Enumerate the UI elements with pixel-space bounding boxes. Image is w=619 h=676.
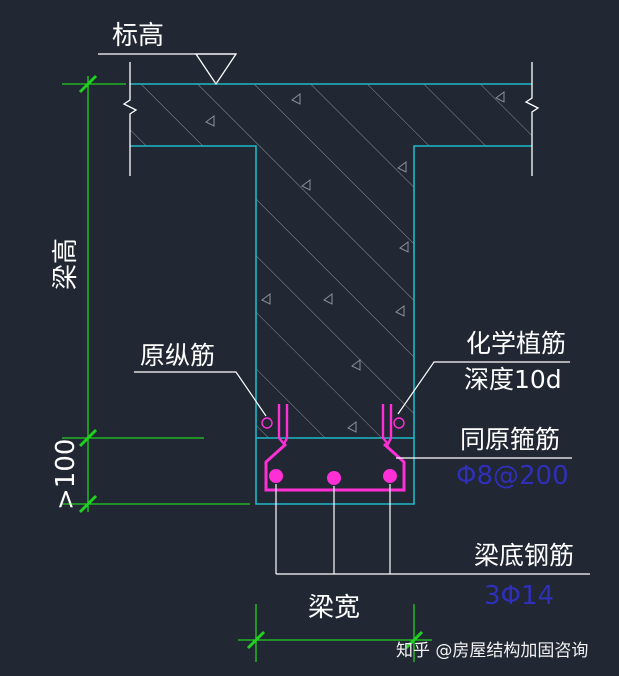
concrete-hatch <box>130 84 532 438</box>
original-longitudinal-rebar <box>261 417 405 429</box>
leader-lines <box>134 361 590 575</box>
same-stirrup-label: 同原箍筋 <box>460 425 560 454</box>
beam-width-label: 梁宽 <box>308 593 360 623</box>
elevation-label: 标高 <box>112 21 164 51</box>
chem-anchor-label-line1: 化学植筋 <box>466 329 566 358</box>
min-extension-label: >100 <box>51 439 81 510</box>
bottom-rebar-label: 梁底钢筋 <box>474 541 574 570</box>
chem-anchor-label-line2: 深度10d <box>464 365 562 394</box>
width-dimension <box>238 604 432 662</box>
new-beam-bottom-outline <box>255 438 415 505</box>
bottom-rebar-dots <box>269 469 397 485</box>
original-rebar-label: 原纵筋 <box>140 341 215 370</box>
watermark-text: 知乎 @房屋结构加固咨询 <box>396 641 588 661</box>
elevation-marker <box>98 53 238 86</box>
aggregate-marks <box>205 91 505 433</box>
concrete-outline <box>130 83 532 439</box>
beam-height-label: 梁高 <box>51 238 81 290</box>
stirrup-spec-label: Φ8@200 <box>456 461 569 491</box>
height-dimension <box>62 74 250 514</box>
new-stirrup <box>264 442 406 492</box>
slab-break-lines <box>122 62 540 176</box>
bottom-rebar-spec-label: 3Φ14 <box>484 581 554 611</box>
